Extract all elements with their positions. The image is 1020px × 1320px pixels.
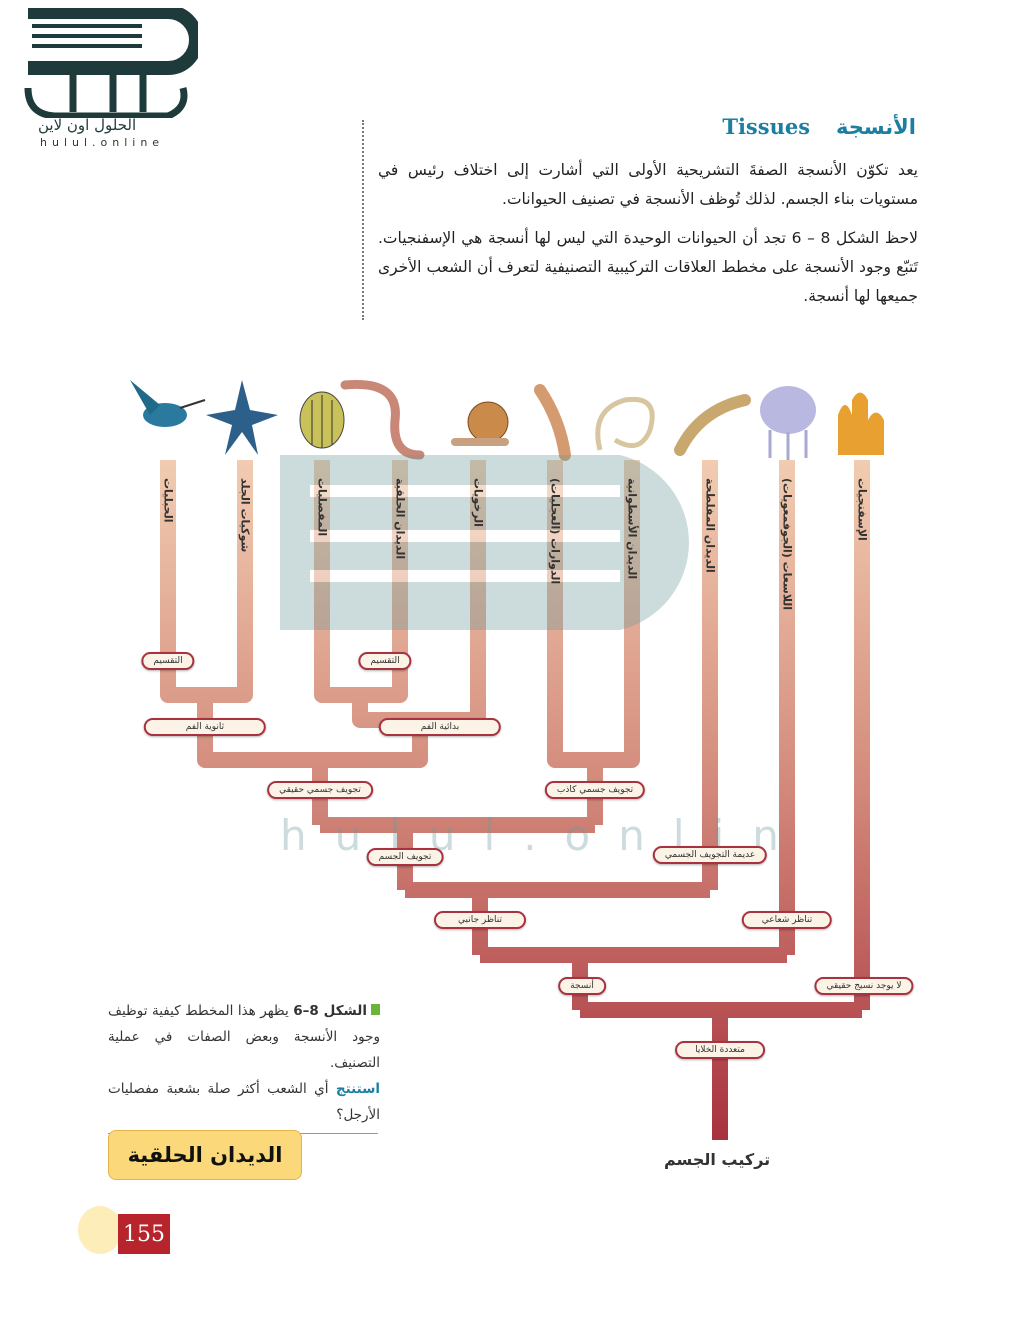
phylum-label: المفصليات	[315, 478, 329, 537]
node-acoelom: عديمة التجويف الجسمي	[652, 846, 768, 864]
logo-brand-ar: الحلول اون لاين	[38, 116, 137, 134]
logo-mark-icon	[24, 4, 203, 120]
flatworm-icon	[674, 394, 751, 456]
section-heading: الأنسجة Tissues	[722, 114, 916, 139]
figure-caption: الشكل 8–6 يظهر هذا المخطط كيفية توظيف وج…	[108, 998, 380, 1128]
node-radial-symmetry: تناظر شعاعي	[741, 911, 833, 929]
phylum-label: الديدان الأسطوانية	[625, 478, 639, 580]
section-title-en: Tissues	[722, 114, 811, 139]
logo-brand-en: hulul.online	[40, 136, 165, 149]
node-multicellular: متعددة الخلايا	[675, 1041, 765, 1059]
node-tissues: أنسجة	[558, 977, 606, 995]
earthworm-icon	[340, 379, 425, 460]
phylum-label: الإسفنجيات	[855, 478, 869, 541]
phylum-label: الديدان المفلطحة	[703, 478, 717, 573]
cladogram	[130, 379, 884, 1140]
node-protostome: بدائية الفم	[378, 718, 502, 736]
section-title-ar: الأنسجة	[836, 115, 916, 139]
phylum-label: الرخويات	[471, 478, 485, 527]
animal-illustrations	[130, 379, 884, 461]
caption-question: أي الشعب أكثر صلة بشعبة مفصليات الأرجل؟	[108, 1081, 380, 1123]
jellyfish-icon	[760, 386, 816, 460]
node-segmentation: التقسيم	[358, 652, 412, 670]
starfish-icon	[206, 380, 278, 455]
node-segmentation: التقسيم	[141, 652, 195, 670]
infer-label: استنتج	[335, 1081, 381, 1097]
phylum-label: الحبليات	[161, 478, 175, 523]
paragraph-intro: يعد تكوّن الأنسجة الصفةَ التشريحية الأول…	[378, 161, 918, 208]
phylum-label: شوكيات الجلد	[238, 478, 252, 553]
paragraph-observe: لاحظ الشكل 8 – 6 تجد أن الحيوانات الوحيد…	[378, 229, 918, 305]
phylum-label: الدوارات (العجليات)	[548, 478, 562, 585]
node-pseudocoelom: تجويف جسمي كاذب	[544, 781, 646, 799]
hummingbird-icon	[130, 380, 206, 427]
phylum-label: الديدان الحلقية	[393, 478, 407, 560]
margin-divider	[362, 120, 364, 320]
hulul-logo: الحلول اون لاين hulul.online	[18, 4, 203, 149]
beetle-icon	[299, 391, 345, 449]
sponge-icon	[838, 392, 884, 455]
rotifer-icon	[534, 384, 571, 461]
phylum-label: اللاسعات (الجوفمعويات)	[780, 478, 794, 611]
node-coelom: تجويف الجسم	[366, 848, 444, 866]
snail-icon	[451, 401, 509, 446]
caption-marker-icon	[371, 1004, 380, 1015]
roundworm-icon	[595, 396, 655, 451]
page-number: 155	[118, 1214, 170, 1254]
page-decoration-icon	[78, 1206, 122, 1254]
watermark: hulul.online	[280, 455, 800, 860]
node-true-coelom: تجويف جسمي حقيقي	[267, 781, 373, 799]
figure-number: الشكل 8–6	[293, 1003, 367, 1019]
diagram-root-label: تركيب الجسم	[664, 1150, 771, 1169]
answer-box: الديدان الحلقية	[108, 1130, 302, 1180]
caption-text: يظهر هذا المخطط كيفية توظيف وجود الأنسجة…	[108, 1003, 380, 1071]
node-no-true-tissue: لا يوجد نسيج حقيقي	[814, 977, 914, 995]
node-bilateral-symmetry: تناظر جانبي	[434, 911, 526, 929]
node-deuterostome: ثانوية الفم	[143, 718, 267, 736]
